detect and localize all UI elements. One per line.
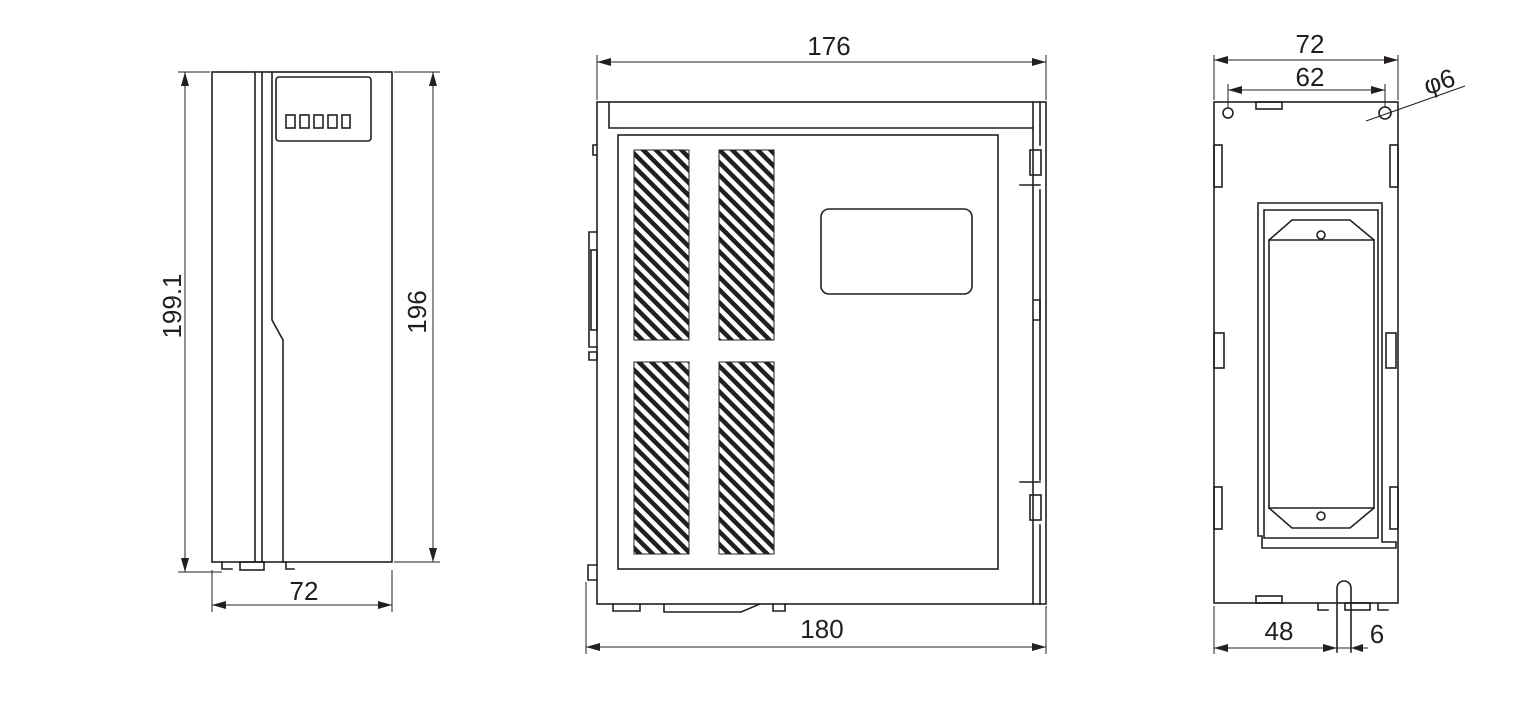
back-rail-frame [1257,202,1397,549]
vent-grille-bottom-right [718,361,775,555]
vent-grille-top-right [718,149,775,341]
vent-grille-bottom-left [633,361,690,555]
back-hole-spacing-label: 62 [1296,62,1325,92]
back-clip-screw-bottom [1316,511,1326,521]
front-width-label: 72 [290,576,319,606]
front-width-dimension: 72 [211,570,393,612]
back-view: 72 62 φ6 48 6 [1213,29,1466,654]
back-rail-clip [1268,219,1375,529]
side-bottom-label: 180 [800,614,843,644]
side-left-connector [587,144,598,581]
back-bottom-feet [1317,602,1389,611]
back-tabs [1213,101,1399,604]
back-outer-width-dimension: 72 [1213,29,1399,100]
back-hole-spacing-dimension: 62 [1227,62,1386,108]
front-height-dimension-right: 196 [394,71,440,563]
back-bottom-slot [1336,580,1352,653]
side-bottom-dimension: 180 [585,582,1047,654]
front-height-label-right: 196 [402,290,432,333]
back-hole-diameter-leader: φ6 [1365,62,1466,122]
side-inner-panel [617,134,999,570]
side-right-clips [1019,149,1042,521]
back-hole-diameter-label: φ6 [1420,62,1459,100]
back-mounting-hole-left [1222,107,1234,119]
front-display-window [275,76,372,142]
side-top-dimension: 176 [596,31,1047,100]
side-label-plate [820,208,973,295]
back-outer-width-label: 72 [1296,29,1325,59]
front-cover-seam [254,71,263,563]
front-bottom-connectors [221,561,295,571]
front-height-dimension-left: 199.1 [157,71,222,573]
side-view: 176 180 [585,31,1047,654]
front-digit-display [285,114,351,129]
front-height-label-left: 199.1 [157,273,187,338]
side-vent-grilles [633,149,775,555]
back-clip-screw-top [1316,230,1326,240]
vent-grille-top-left [633,149,690,341]
back-slot-offset-label: 48 [1265,616,1294,646]
front-cover-edge [271,71,284,563]
back-rail-inner [1263,209,1379,539]
front-body-outline [211,71,393,563]
back-rail-clip-lines [1268,239,1375,509]
front-view: 72 199.1 196 [157,71,440,612]
side-top-label: 176 [807,31,850,61]
back-bottom-dimensions: 48 6 [1213,606,1384,654]
back-slot-width-label: 6 [1370,619,1384,649]
side-bottom-bracket [612,602,786,613]
side-top-lip [608,101,1034,129]
side-right-rail [1032,101,1041,605]
